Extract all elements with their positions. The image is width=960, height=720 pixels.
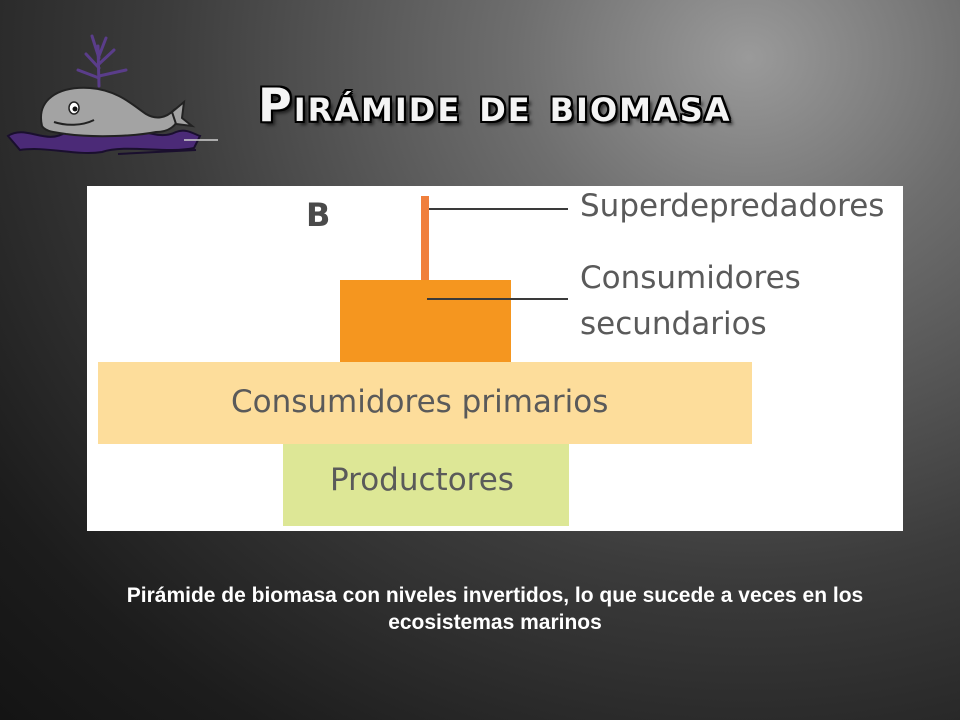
level-bar-superdepredadores (421, 196, 429, 280)
leader-line-superdepredadores (429, 208, 568, 210)
whale-icon (6, 34, 218, 155)
biomass-pyramid-diagram: B Superdepredadores Consumidores secunda… (87, 186, 903, 531)
slide-title: Pirámide de biomasa (258, 78, 732, 132)
leader-line-consumidores-secundarios (427, 298, 568, 300)
level-bar-consumidores-primarios (98, 362, 752, 444)
level-label-superdepredadores: Superdepredadores (580, 188, 885, 224)
level-bar-productores (283, 444, 569, 526)
panel-letter: B (306, 196, 331, 234)
level-label-consumidores-primarios: Consumidores primarios (231, 384, 609, 420)
level-bar-consumidores-secundarios (340, 280, 511, 362)
slide-caption: Pirámide de biomasa con niveles invertid… (126, 584, 864, 634)
level-label-consumidores-secundarios-line1: Consumidores (580, 260, 801, 296)
level-label-productores: Productores (330, 462, 514, 498)
level-label-consumidores-secundarios-line2: secundarios (580, 306, 767, 342)
